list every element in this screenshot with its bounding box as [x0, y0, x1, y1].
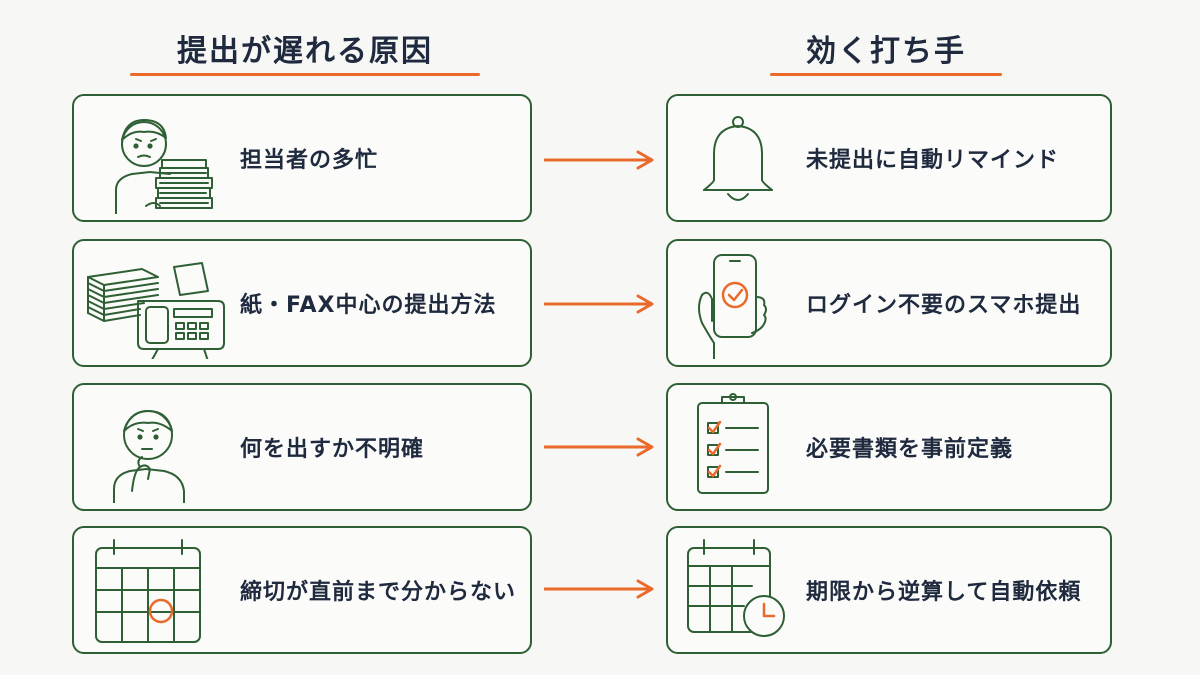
- arrow-right-icon: [544, 437, 654, 457]
- cause-card-deadline: 締切が直前まで分からない: [72, 526, 532, 654]
- cause-card-paper-fax: 紙・FAX中心の提出方法: [72, 239, 532, 368]
- cause-card-unclear: 何を出すか不明確: [72, 383, 532, 511]
- cause-label: 紙・FAX中心の提出方法: [240, 293, 497, 318]
- calendar-deadline-icon: [84, 534, 234, 646]
- calendar-clock-icon: [680, 534, 798, 646]
- arrow-right-icon: [544, 294, 654, 314]
- solution-label: 未提出に自動リマインド: [806, 148, 1060, 173]
- solution-card-auto-request: 期限から逆算して自動依頼: [666, 526, 1112, 654]
- solution-card-reminder: 未提出に自動リマインド: [666, 94, 1112, 222]
- confused-person-icon: [84, 391, 234, 506]
- bell-icon: [680, 102, 798, 214]
- cause-label: 締切が直前まで分からない: [240, 580, 517, 605]
- fax-machine-icon: [84, 247, 234, 368]
- solution-label: 必要書類を事前定義: [806, 437, 1014, 462]
- cause-label: 担当者の多忙: [240, 148, 379, 173]
- arrow-right-icon: [544, 150, 654, 170]
- solutions-heading: 効く打ち手: [806, 34, 966, 69]
- smartphone-check-icon: [680, 247, 798, 360]
- solution-label: 期限から逆算して自動依頼: [806, 580, 1082, 605]
- cause-label: 何を出すか不明確: [240, 437, 425, 462]
- solution-card-documents: 必要書類を事前定義: [666, 383, 1112, 511]
- solution-label: ログイン不要のスマホ提出: [806, 293, 1082, 318]
- arrow-right-icon: [544, 579, 654, 599]
- causes-heading: 提出が遅れる原因: [177, 34, 433, 69]
- solutions-heading-underline: [770, 73, 1002, 76]
- busy-person-with-papers-icon: [84, 102, 234, 217]
- checklist-clipboard-icon: [680, 391, 798, 503]
- causes-heading-underline: [130, 73, 480, 76]
- solution-card-smartphone: ログイン不要のスマホ提出: [666, 239, 1112, 367]
- cause-card-busy: 担当者の多忙: [72, 94, 532, 222]
